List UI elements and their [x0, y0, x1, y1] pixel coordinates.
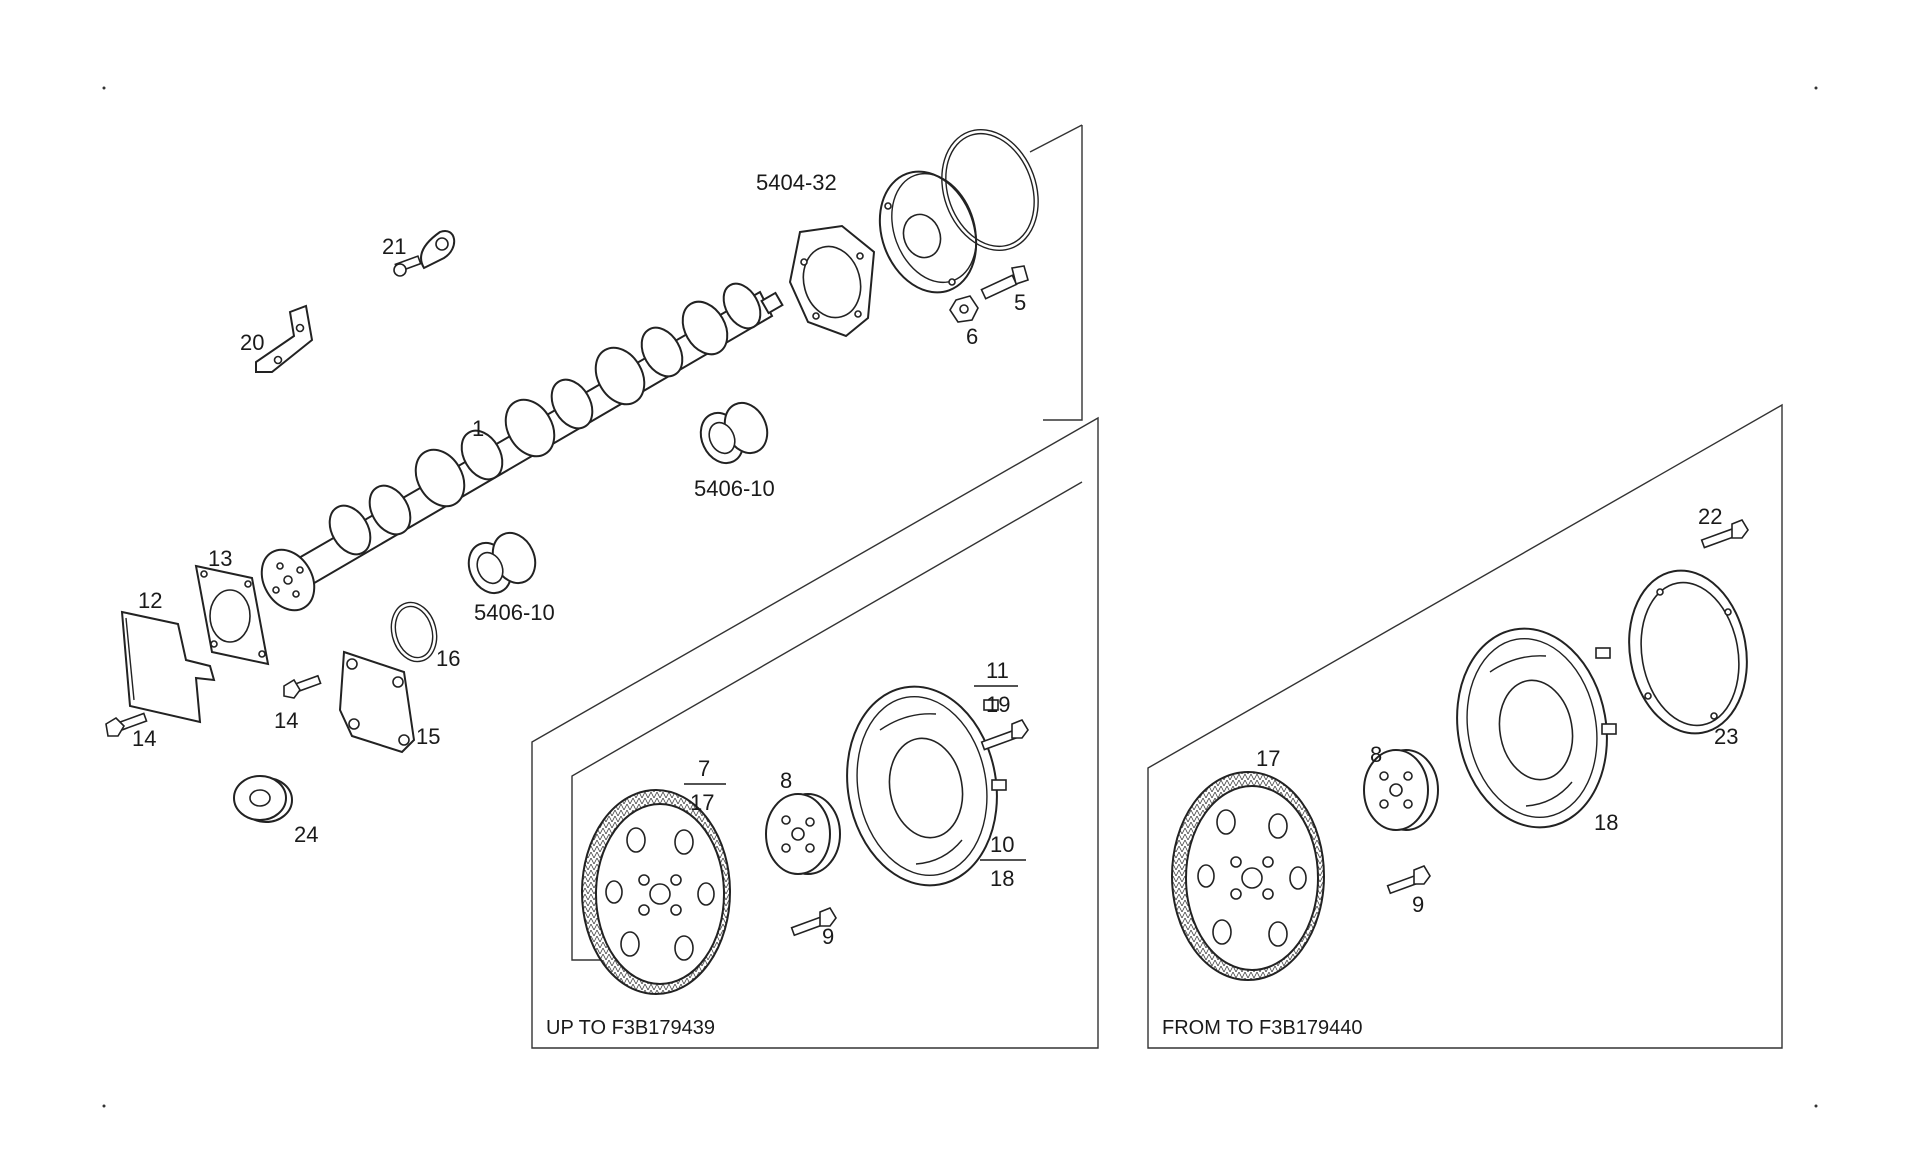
fraction-7-17: 7 17 — [684, 756, 726, 815]
left-panel-frame — [531, 416, 1099, 1049]
fraction-11-19: 11 19 — [974, 658, 1018, 717]
part-5406-10-bearing-a — [699, 401, 769, 465]
part-13-gasket — [194, 564, 270, 666]
part-5-bolt — [980, 265, 1029, 300]
callout-24: 24 — [294, 822, 318, 847]
callout-labels: 1 5 6 20 21 5404-32 5406-10 5406-10 13 1… — [132, 170, 1738, 949]
right-bolt-9 — [1386, 865, 1431, 895]
part-12-plate — [120, 610, 216, 724]
right-flange-18 — [1456, 627, 1617, 829]
callout-23: 23 — [1714, 724, 1738, 749]
left-gear-17 — [581, 789, 731, 995]
corner-marks — [102, 86, 1818, 1108]
part-21-clamp — [393, 230, 455, 277]
part-5404-32-gasket — [788, 224, 876, 338]
callout-1: 1 — [472, 416, 484, 441]
callout-20: 20 — [240, 330, 264, 355]
callout-5404-32: 5404-32 — [756, 170, 837, 195]
left-bolt-11-19 — [980, 719, 1029, 751]
callout-9-left: 9 — [822, 924, 834, 949]
left-bolt-9 — [790, 907, 837, 937]
right-hub-8 — [1363, 749, 1439, 831]
callout-5: 5 — [1014, 290, 1026, 315]
right-gear-17 — [1171, 771, 1325, 981]
part-6-nut — [949, 295, 979, 323]
part-24-washer — [233, 775, 293, 823]
fraction-11-19-bottom: 19 — [986, 692, 1010, 717]
part-14-bolt-a — [105, 712, 148, 737]
callout-22: 22 — [1698, 504, 1722, 529]
right-panel-caption: FROM TO F3B179440 — [1162, 1017, 1362, 1039]
panel-frames — [531, 124, 1783, 1049]
fraction-10-18-top: 10 — [990, 832, 1014, 857]
callout-16: 16 — [436, 646, 460, 671]
callout-9-right: 9 — [1412, 892, 1424, 917]
callout-6: 6 — [966, 324, 978, 349]
fraction-11-19-top: 11 — [986, 658, 1009, 683]
callout-12: 12 — [138, 588, 162, 613]
fraction-7-17-bottom: 17 — [690, 790, 714, 815]
right-gasket-23 — [1628, 569, 1748, 735]
callout-14-a: 14 — [274, 708, 298, 733]
right-bolt-22 — [1700, 519, 1749, 549]
left-hub-8 — [765, 793, 841, 875]
callout-17-right: 17 — [1256, 746, 1280, 771]
callout-14-b: 14 — [132, 726, 156, 751]
callout-5406-10-b: 5406-10 — [474, 600, 555, 625]
part-16-oring — [390, 601, 438, 663]
callout-21: 21 — [382, 234, 406, 259]
part-seal-ring — [941, 128, 1039, 252]
callout-8-left: 8 — [780, 768, 792, 793]
part-1-camshaft — [260, 282, 784, 612]
callout-5406-10-a: 5406-10 — [694, 476, 775, 501]
part-5404-32-cover — [878, 170, 978, 294]
part-15-cover — [338, 650, 416, 754]
fraction-7-17-top: 7 — [698, 756, 710, 781]
callout-15: 15 — [416, 724, 440, 749]
part-20-bracket — [255, 304, 314, 373]
right-panel-frame — [1147, 403, 1783, 1049]
part-14-bolt-b — [283, 674, 322, 699]
callout-8-right: 8 — [1370, 742, 1382, 767]
left-panel-caption: UP TO F3B179439 — [546, 1017, 715, 1039]
left-flange-10-18 — [846, 685, 1007, 887]
fraction-10-18-bottom: 18 — [990, 866, 1014, 891]
part-5406-10-bearing-b — [467, 531, 537, 595]
fraction-10-18: 10 18 — [980, 832, 1026, 891]
callout-18-right: 18 — [1594, 810, 1618, 835]
callout-13: 13 — [208, 546, 232, 571]
